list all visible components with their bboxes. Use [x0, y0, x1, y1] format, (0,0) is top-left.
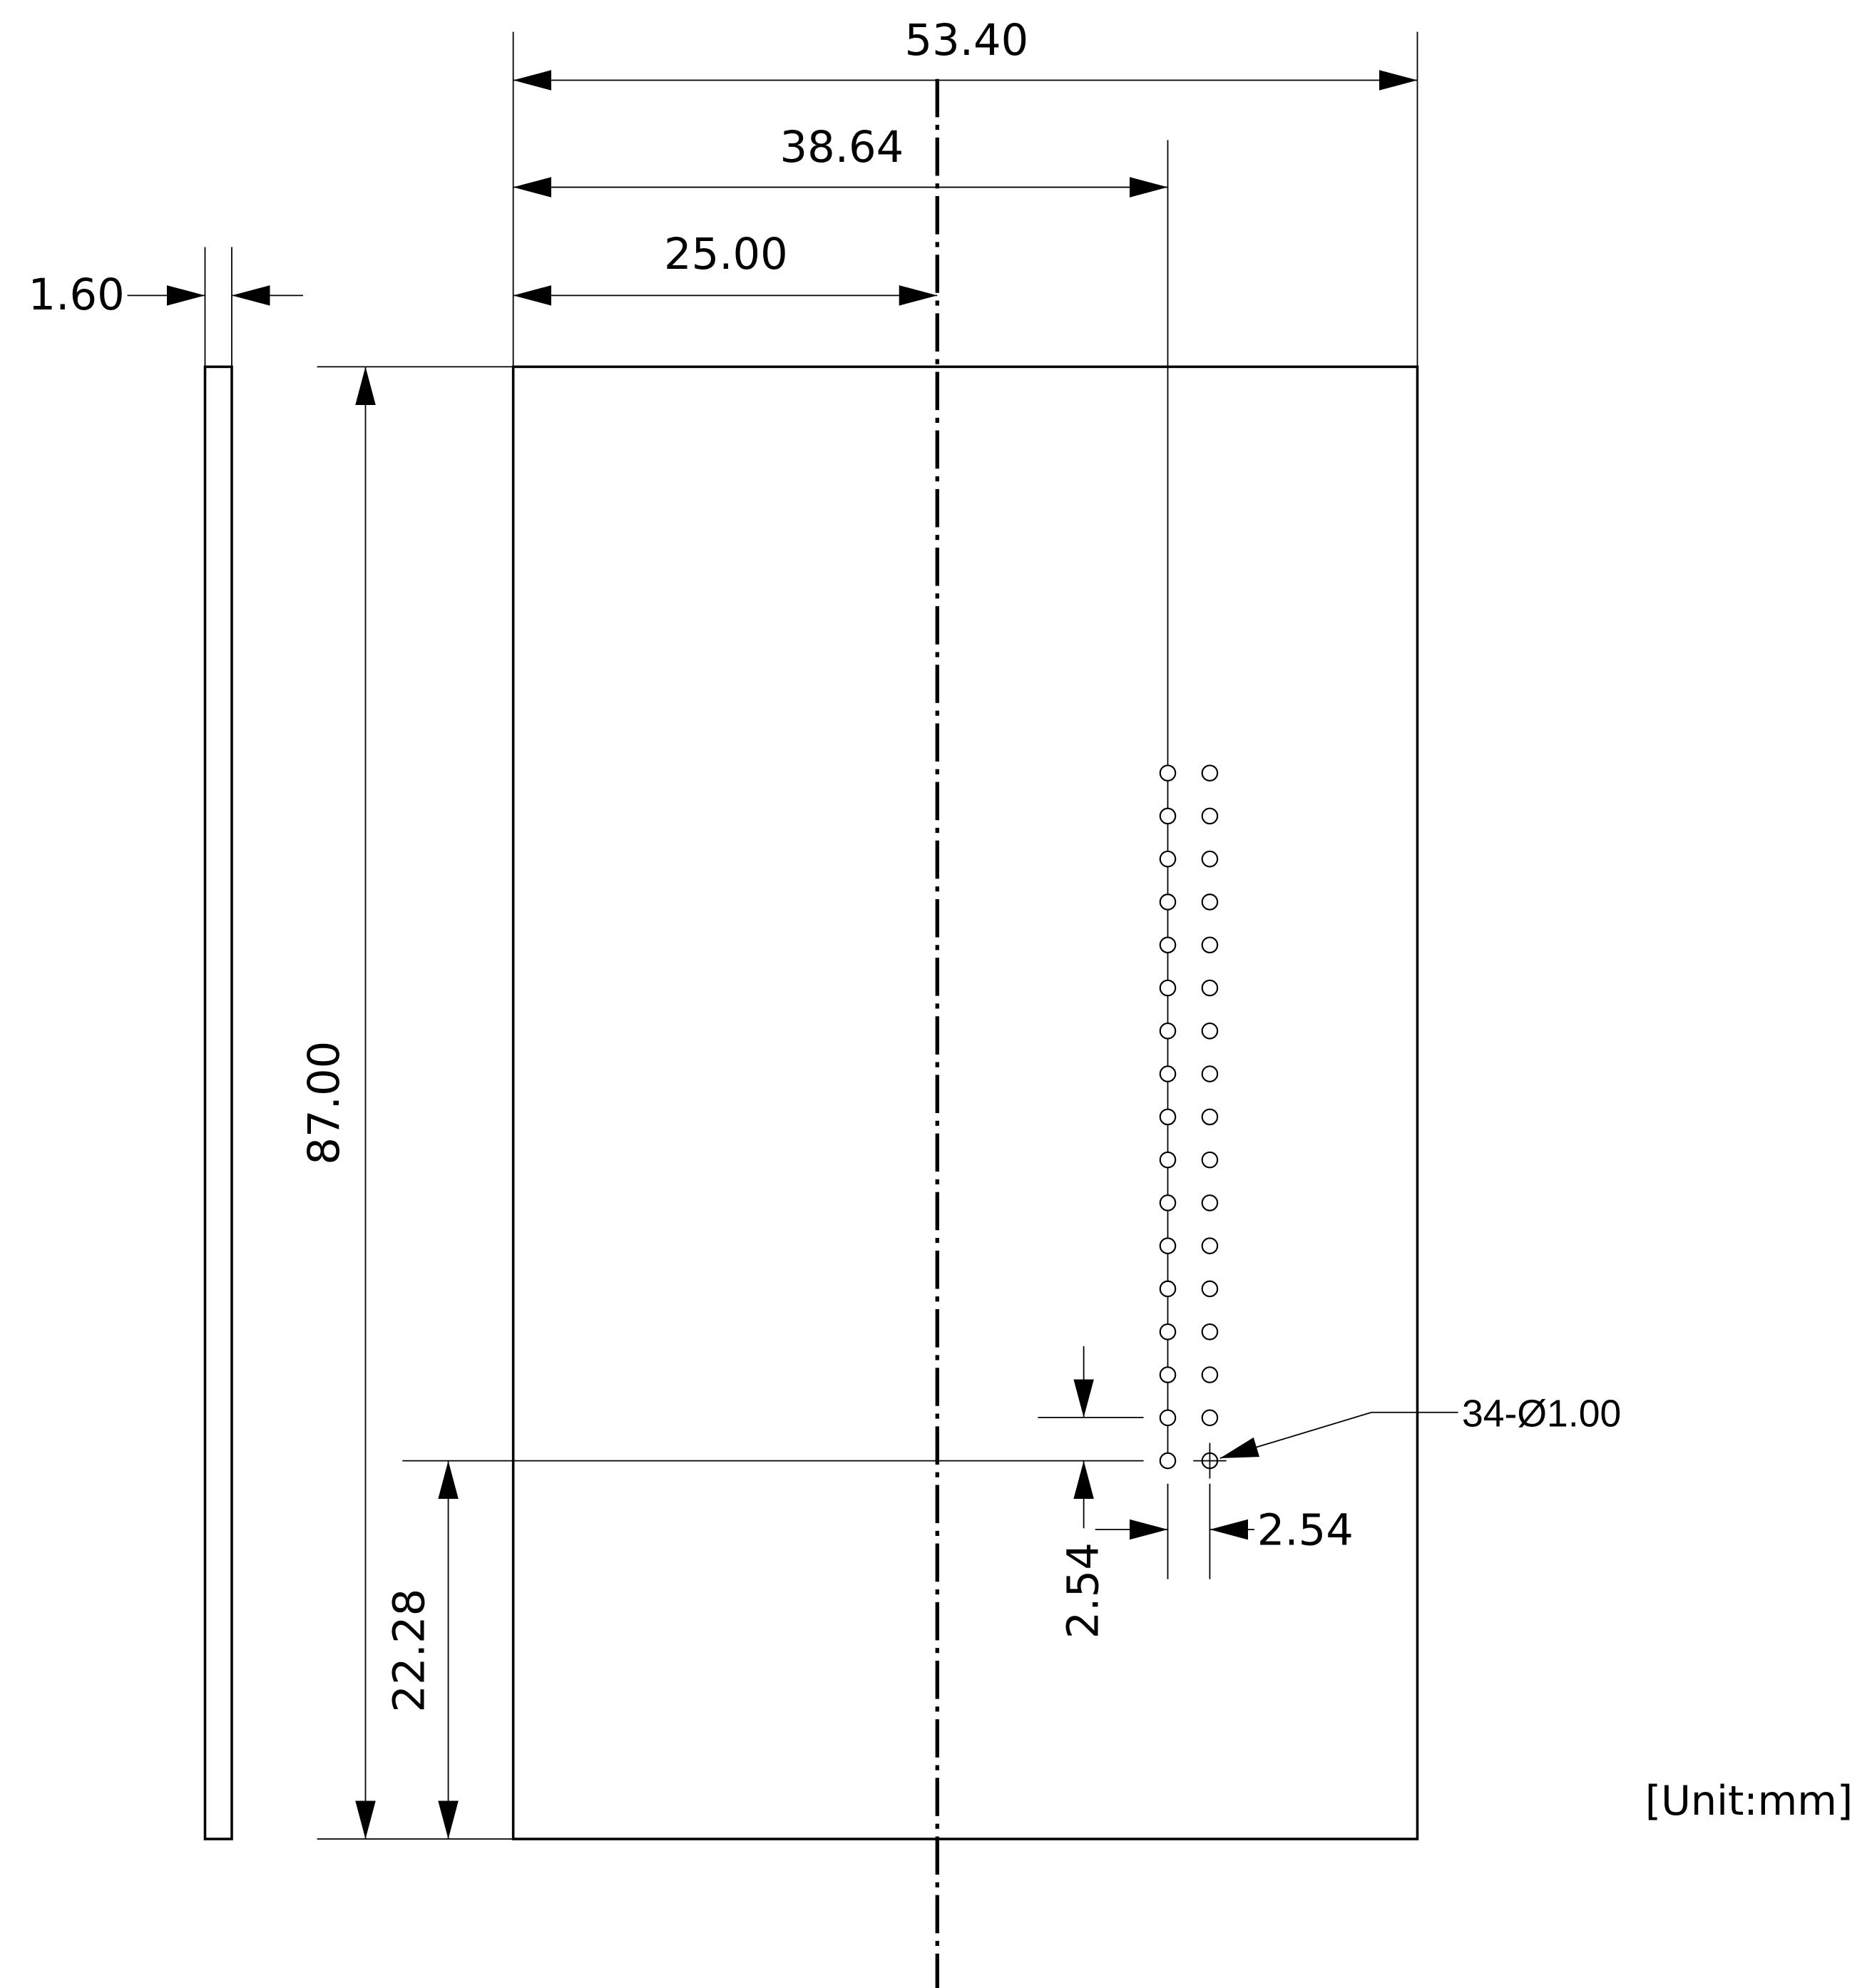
side-view-outline: [203, 365, 233, 1840]
dim-text-53-40: 53.40: [904, 16, 1028, 66]
hole-callout-text: 34-Ø1.00: [1462, 1393, 1621, 1435]
header-hole: [1201, 1323, 1219, 1341]
header-holes: [1159, 764, 1219, 1470]
header-hole: [1201, 893, 1219, 911]
header-hole: [1159, 979, 1177, 997]
header-hole: [1159, 764, 1177, 782]
header-hole: [1201, 1151, 1219, 1169]
header-hole: [1159, 1409, 1177, 1427]
header-hole: [1201, 936, 1219, 954]
dim-text-22-28: 22.28: [385, 1589, 435, 1713]
header-hole: [1159, 1194, 1177, 1211]
dim-text-pitch-horizontal: 2.54: [1257, 1505, 1354, 1555]
header-hole: [1201, 1065, 1219, 1082]
dim-text-25-00: 25.00: [664, 230, 788, 280]
header-hole: [1201, 850, 1219, 868]
header-hole: [1201, 1237, 1219, 1254]
header-hole: [1159, 1023, 1177, 1040]
header-hole: [1159, 936, 1177, 954]
header-hole: [1201, 1280, 1219, 1298]
header-hole: [1159, 1065, 1177, 1082]
dim-text-pitch-vertical: 2.54: [1058, 1542, 1108, 1639]
header-hole: [1159, 1323, 1177, 1341]
header-hole: [1201, 979, 1219, 997]
header-hole: [1159, 893, 1177, 911]
board-outline: [511, 365, 1419, 1840]
dim-text-1-60: 1.60: [29, 270, 125, 320]
header-hole: [1201, 764, 1219, 782]
header-hole: [1201, 1366, 1219, 1383]
extension-lines: [204, 31, 1418, 1840]
header-hole: [1159, 1280, 1177, 1298]
header-hole: [1201, 1409, 1219, 1427]
unit-note: [Unit:mm]: [1645, 1778, 1853, 1825]
header-hole: [1201, 1108, 1219, 1126]
header-hole: [1201, 807, 1219, 825]
dim-text-87-00: 87.00: [300, 1041, 349, 1165]
callout-leader: [1219, 1411, 1458, 1459]
header-hole: [1159, 807, 1177, 825]
header-hole: [1159, 1151, 1177, 1169]
header-hole: [1201, 1194, 1219, 1211]
header-hole: [1159, 1366, 1177, 1383]
header-hole: [1159, 1452, 1177, 1470]
header-hole: [1159, 850, 1177, 868]
dim-text-38-64: 38.64: [779, 123, 904, 173]
header-hole: [1159, 1237, 1177, 1254]
header-hole: [1201, 1023, 1219, 1040]
header-hole: [1159, 1108, 1177, 1126]
